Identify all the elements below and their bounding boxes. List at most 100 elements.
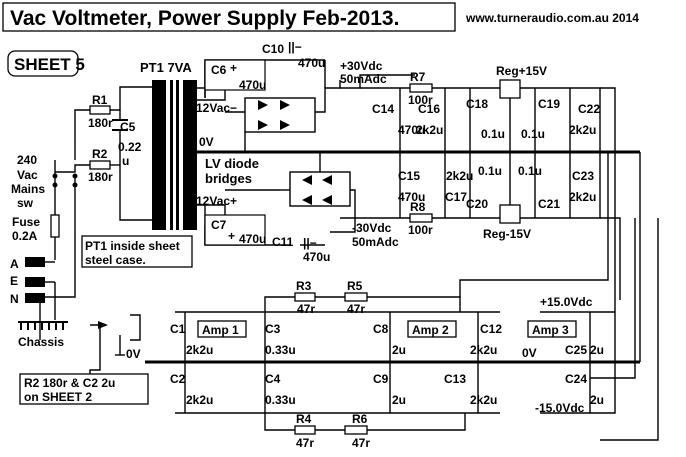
svg-text:C1: C1 [170, 322, 186, 336]
svg-text:R4: R4 [296, 412, 312, 426]
svg-text:Amp 2: Amp 2 [412, 323, 449, 337]
svg-text:0.33u: 0.33u [265, 393, 296, 407]
svg-text:0.1u: 0.1u [518, 164, 542, 178]
resistor-r6 [344, 425, 368, 435]
svg-text:470u: 470u [398, 123, 425, 137]
svg-text:Mains: Mains [11, 182, 45, 196]
svg-text:C23: C23 [572, 169, 594, 183]
svg-text:R6: R6 [352, 412, 368, 426]
svg-text:0V: 0V [522, 346, 537, 360]
svg-text:+15.0Vdc: +15.0Vdc [540, 295, 593, 309]
svg-text:C18: C18 [466, 97, 488, 111]
svg-text:12Vac+: 12Vac+ [196, 194, 237, 208]
amp-2-box [407, 320, 457, 338]
svg-text:2k2u: 2k2u [470, 343, 497, 357]
title: Vac Voltmeter, Power Supply Feb-2013. [10, 7, 399, 30]
transformer-label: PT1 7VA [140, 60, 192, 75]
svg-text:C25: C25 [565, 343, 587, 357]
svg-text:C4: C4 [265, 372, 281, 386]
chassis-ground-icon [18, 321, 68, 330]
svg-text:470u: 470u [398, 190, 425, 204]
sheet-label: SHEET 5 [14, 55, 85, 74]
svg-text:C20: C20 [466, 197, 488, 211]
svg-text:-30Vdc: -30Vdc [352, 221, 392, 235]
svg-text:2k2u: 2k2u [186, 343, 213, 357]
fuse [50, 214, 60, 238]
svg-text:C21: C21 [538, 197, 560, 211]
svg-text:47r: 47r [347, 302, 365, 316]
svg-text:C10: C10 [262, 42, 284, 56]
svg-text:100r: 100r [408, 93, 433, 107]
svg-text:R7: R7 [410, 70, 426, 84]
svg-text:||−: ||− [288, 40, 302, 54]
svg-text:2k2u: 2k2u [569, 190, 596, 204]
resistor-r1 [89, 105, 111, 115]
svg-text:2u: 2u [392, 393, 406, 407]
transformer-core-left [152, 80, 166, 230]
svg-text:2k2u: 2k2u [416, 123, 443, 137]
svg-text:C9: C9 [373, 372, 389, 386]
svg-text:2u: 2u [590, 343, 604, 357]
mains-plug-n [25, 293, 45, 303]
svg-text:bridges: bridges [205, 171, 252, 186]
resistor-r3 [294, 292, 316, 302]
svg-text:E: E [10, 274, 18, 288]
svg-text:0.1u: 0.1u [481, 127, 505, 141]
svg-text:12Vac−: 12Vac− [196, 101, 237, 115]
svg-text:R3: R3 [296, 279, 312, 293]
arrow-icon [98, 321, 108, 329]
svg-text:LV diode: LV diode [205, 156, 259, 171]
svg-text:C22: C22 [578, 102, 600, 116]
wiring [39, 59, 659, 441]
svg-text:470u: 470u [303, 250, 330, 264]
svg-text:2k2u: 2k2u [569, 123, 596, 137]
svg-text:2k2u: 2k2u [186, 393, 213, 407]
svg-text:0.22: 0.22 [118, 140, 142, 154]
title-box [2, 2, 456, 32]
diode-bridge-upper [258, 100, 290, 130]
svg-text:2u: 2u [392, 343, 406, 357]
svg-text:Amp 3: Amp 3 [532, 323, 569, 337]
svg-text:180r: 180r [88, 116, 113, 130]
svg-text:2k2u: 2k2u [446, 169, 473, 183]
svg-text:C13: C13 [444, 372, 466, 386]
svg-text:PT1 inside sheet: PT1 inside sheet [85, 239, 180, 253]
svg-text:0.1u: 0.1u [478, 164, 502, 178]
svg-text:Chassis: Chassis [18, 335, 64, 349]
svg-text:0.1u: 0.1u [521, 127, 545, 141]
svg-text:47r: 47r [296, 436, 314, 450]
svg-text:2k2u: 2k2u [470, 393, 497, 407]
svg-text:C14: C14 [372, 102, 394, 116]
svg-text:+30Vdc: +30Vdc [340, 59, 383, 73]
resistor-r5 [344, 292, 368, 302]
zero-volt-label: 0V [199, 135, 214, 149]
svg-text:R5: R5 [347, 279, 363, 293]
svg-text:C12: C12 [480, 322, 502, 336]
svg-text:N: N [10, 292, 19, 306]
pt1-note-box [81, 235, 193, 268]
svg-text:0.33u: 0.33u [265, 343, 296, 357]
mains-plug-e [25, 277, 45, 287]
svg-text:R2: R2 [92, 147, 108, 161]
r2-c2-note [19, 373, 149, 405]
svg-text:R2 180r & C2 2u: R2 180r & C2 2u [24, 376, 115, 390]
svg-text:steel case.: steel case. [85, 253, 146, 267]
svg-text:C5: C5 [120, 120, 136, 134]
website: www.turneraudio.com.au 2014 [465, 11, 639, 25]
capacitor-c5 [112, 119, 128, 131]
svg-text:C8: C8 [373, 322, 389, 336]
svg-text:470u: 470u [239, 232, 266, 246]
svg-text:C2: C2 [170, 372, 186, 386]
svg-text:470u: 470u [298, 56, 325, 70]
svg-text:Vac: Vac [17, 168, 38, 182]
svg-text:C15: C15 [398, 169, 420, 183]
transformer-core-right [183, 80, 197, 230]
amp-3-box [527, 320, 577, 338]
svg-text:Reg+15V: Reg+15V [496, 64, 547, 78]
svg-text:+: + [230, 61, 237, 75]
regulator-pos [499, 79, 521, 99]
svg-text:50mAdc: 50mAdc [352, 235, 399, 249]
svg-text:C19: C19 [538, 97, 560, 111]
svg-text:C24: C24 [565, 372, 587, 386]
